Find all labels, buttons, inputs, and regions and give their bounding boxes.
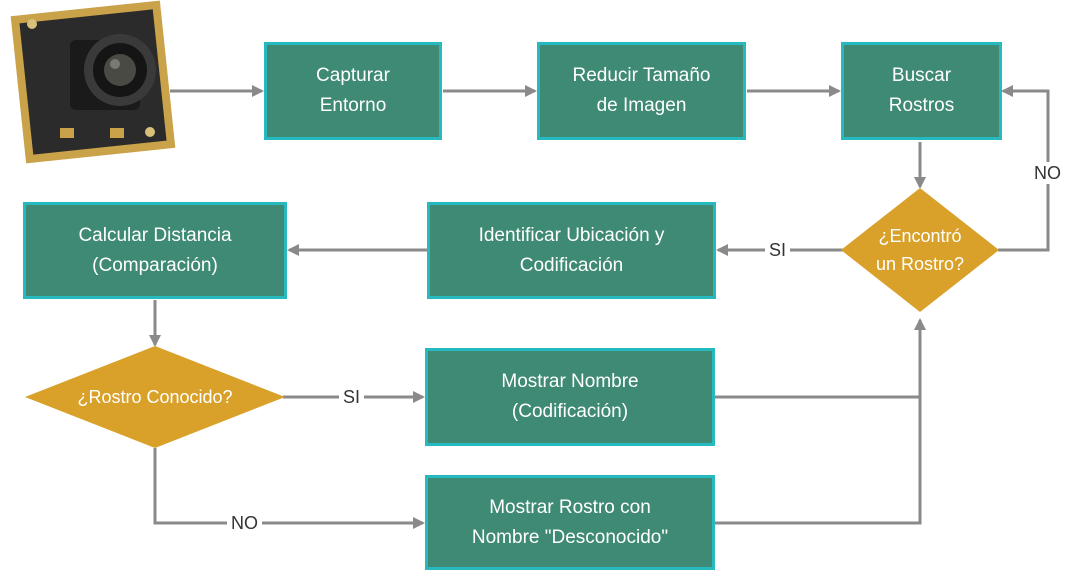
process-reducir-tamano-imagen: Reducir Tamaño de Imagen	[537, 42, 746, 140]
edge-label-encontro-si: SI	[765, 239, 791, 261]
process-identificar-ubicacion: Identificar Ubicación y Codificación	[427, 202, 716, 299]
decision-encontro-rostro-shape	[841, 188, 999, 312]
decision-rostro-conocido-shape	[25, 346, 285, 448]
process-mostrar-nombre: Mostrar Nombre (Codificación)	[425, 348, 715, 446]
edge-label-conocido-no: NO	[227, 512, 262, 534]
decision-rostro-conocido-label: ¿Rostro Conocido?	[77, 387, 233, 407]
process-calcular-distancia: Calcular Distancia (Comparación)	[23, 202, 287, 299]
process-buscar-rostros: Buscar Rostros	[841, 42, 1002, 140]
edge-label-conocido-si: SI	[339, 386, 365, 408]
process-capturar-entorno: Capturar Entorno	[264, 42, 442, 140]
process-mostrar-rostro-desconocido: Mostrar Rostro con Nombre "Desconocido"	[425, 475, 715, 570]
edge-label-encontro-no: NO	[1030, 162, 1065, 184]
decision-encontro-rostro-label: ¿Encontró un Rostro?	[875, 226, 965, 274]
camera-module-icon	[10, 0, 176, 164]
